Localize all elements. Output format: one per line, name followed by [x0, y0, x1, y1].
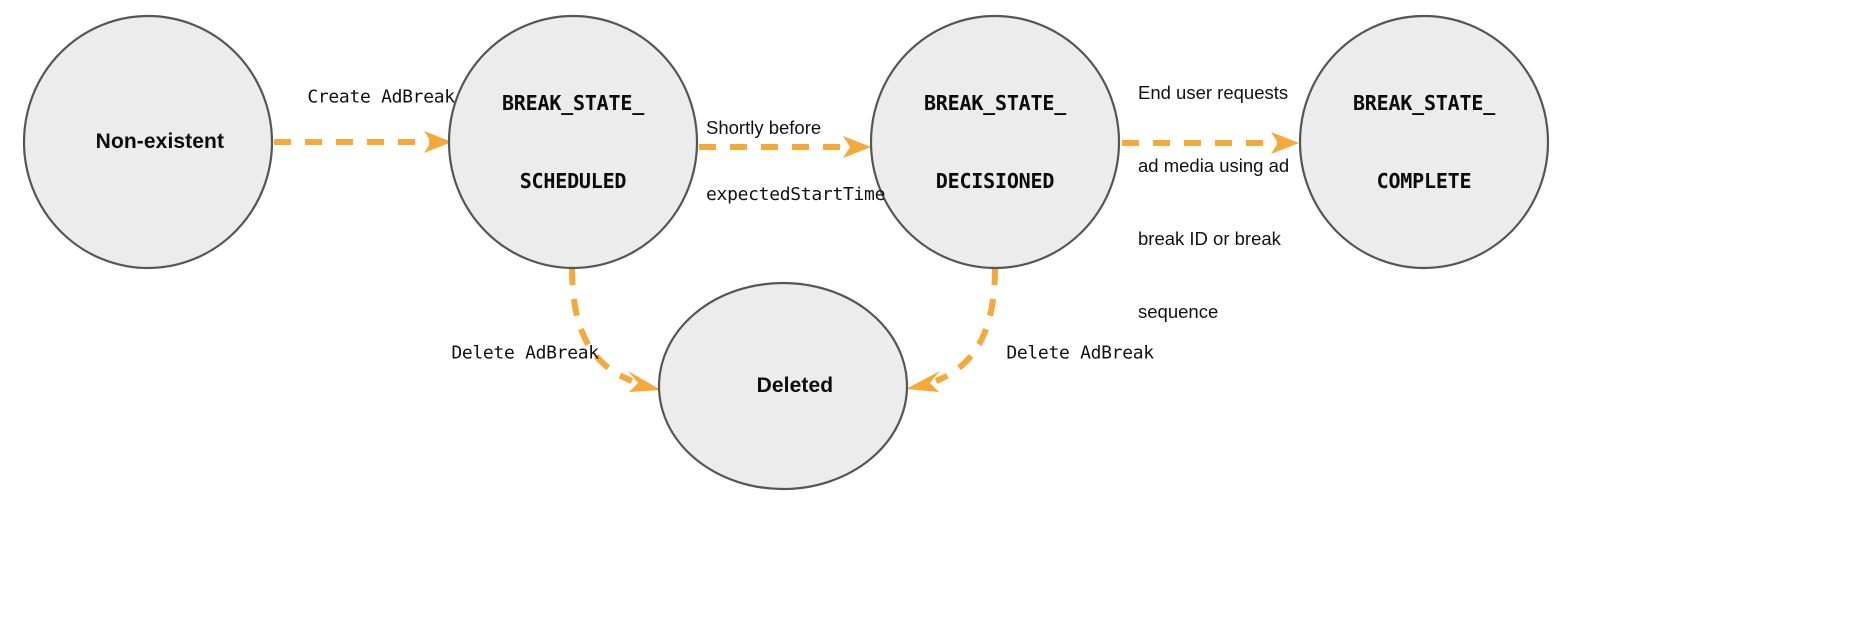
edge-shortly-before-arrowhead — [843, 136, 871, 158]
edge-delete-from-decisioned-arrowhead — [906, 371, 940, 392]
edge-create-adbreak-arrowhead — [424, 131, 452, 153]
edge-create-adbreak — [274, 131, 452, 153]
edge-delete-from-scheduled — [569, 267, 661, 392]
edge-end-user-requests — [1122, 132, 1299, 154]
edge-end-user-requests-arrowhead — [1271, 132, 1299, 154]
node-break-state-decisioned[interactable] — [869, 14, 1121, 270]
node-deleted[interactable] — [657, 281, 909, 491]
node-break-state-scheduled[interactable] — [447, 14, 699, 270]
edge-delete-from-decisioned-line — [934, 267, 998, 384]
edge-delete-from-scheduled-arrowhead — [628, 371, 661, 392]
node-non-existent[interactable] — [22, 14, 274, 270]
edge-shortly-before — [699, 136, 871, 158]
edge-delete-from-scheduled-line — [569, 267, 634, 384]
edge-delete-from-decisioned — [906, 267, 998, 392]
node-break-state-complete[interactable] — [1298, 14, 1550, 270]
